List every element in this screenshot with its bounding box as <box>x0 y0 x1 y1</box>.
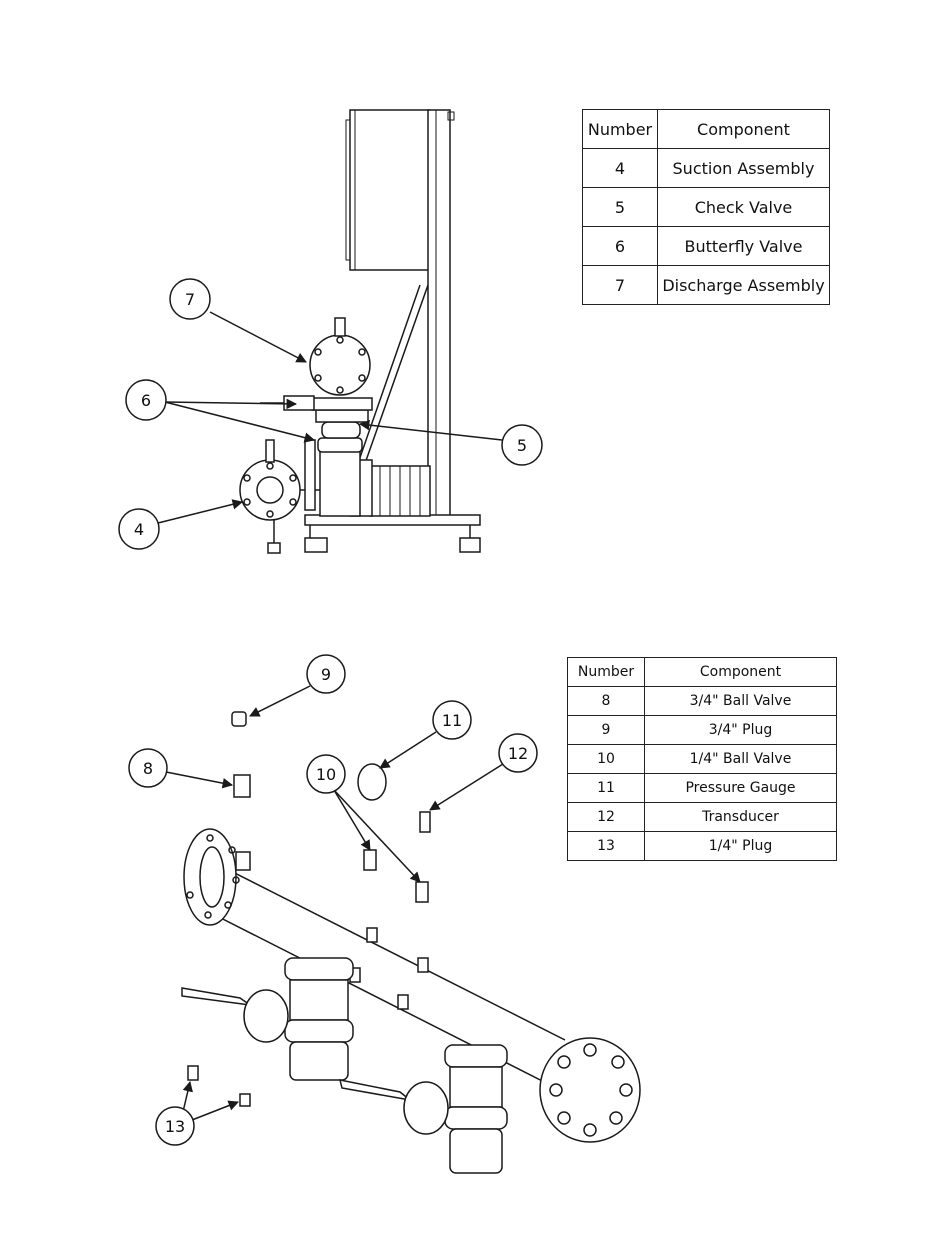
table-row: 8 3/4" Ball Valve <box>568 687 837 716</box>
svg-text:11: 11 <box>442 711 462 730</box>
ball-valve-34-part <box>234 775 250 797</box>
table-row: 12 Transducer <box>568 803 837 832</box>
row-number: 5 <box>583 188 658 227</box>
callout-7: 7 <box>170 279 306 362</box>
header-number: Number <box>583 110 658 149</box>
row-component: Suction Assembly <box>658 149 830 188</box>
row-component: 3/4" Ball Valve <box>645 687 837 716</box>
components-table-bottom: Number Component 8 3/4" Ball Valve 9 3/4… <box>567 657 837 861</box>
svg-text:6: 6 <box>141 391 151 410</box>
callout-8: 8 <box>129 749 232 787</box>
row-component: Transducer <box>645 803 837 832</box>
plug-14-part-b <box>240 1094 250 1106</box>
header-number: Number <box>568 658 645 687</box>
callout-11: 11 <box>380 701 471 768</box>
callout-12: 12 <box>430 734 537 810</box>
row-number: 10 <box>568 745 645 774</box>
table-row: 10 1/4" Ball Valve <box>568 745 837 774</box>
svg-text:7: 7 <box>185 290 195 309</box>
svg-text:4: 4 <box>134 520 144 539</box>
row-number: 7 <box>583 266 658 305</box>
svg-text:13: 13 <box>165 1117 185 1136</box>
row-number: 8 <box>568 687 645 716</box>
row-component: Pressure Gauge <box>645 774 837 803</box>
row-component: Check Valve <box>658 188 830 227</box>
row-number: 12 <box>568 803 645 832</box>
table-row: 11 Pressure Gauge <box>568 774 837 803</box>
plug-14-part-a <box>188 1066 198 1080</box>
svg-text:5: 5 <box>517 436 527 455</box>
components-table-top: Number Component 4 Suction Assembly 5 Ch… <box>582 109 830 305</box>
row-number: 11 <box>568 774 645 803</box>
row-component: 3/4" Plug <box>645 716 837 745</box>
callout-5: 5 <box>360 424 542 465</box>
svg-text:12: 12 <box>508 744 528 763</box>
svg-text:10: 10 <box>316 765 336 784</box>
table-header-row: Number Component <box>583 110 830 149</box>
plug-34-part <box>232 712 246 726</box>
callout-13: 13 <box>156 1082 238 1145</box>
row-number: 6 <box>583 227 658 266</box>
ball-valve-14-part-a <box>364 850 376 870</box>
svg-text:9: 9 <box>321 665 331 684</box>
table-row: 6 Butterfly Valve <box>583 227 830 266</box>
row-number: 9 <box>568 716 645 745</box>
pressure-gauge-part <box>358 764 386 800</box>
row-number: 13 <box>568 832 645 861</box>
row-component: 1/4" Plug <box>645 832 837 861</box>
row-component: Discharge Assembly <box>658 266 830 305</box>
table-row: 13 1/4" Plug <box>568 832 837 861</box>
ball-valve-14-part-b <box>416 882 428 902</box>
header-component: Component <box>645 658 837 687</box>
row-number: 4 <box>583 149 658 188</box>
row-component: Butterfly Valve <box>658 227 830 266</box>
row-component: 1/4" Ball Valve <box>645 745 837 774</box>
pump-skid-side-view <box>240 110 480 553</box>
table-row: 5 Check Valve <box>583 188 830 227</box>
table-row: 9 3/4" Plug <box>568 716 837 745</box>
table-header-row: Number Component <box>568 658 837 687</box>
table-row: 4 Suction Assembly <box>583 149 830 188</box>
svg-text:8: 8 <box>143 759 153 778</box>
callout-4: 4 <box>119 502 242 549</box>
header-component: Component <box>658 110 830 149</box>
transducer-part <box>420 812 430 832</box>
table-row: 7 Discharge Assembly <box>583 266 830 305</box>
callout-9: 9 <box>250 655 345 716</box>
